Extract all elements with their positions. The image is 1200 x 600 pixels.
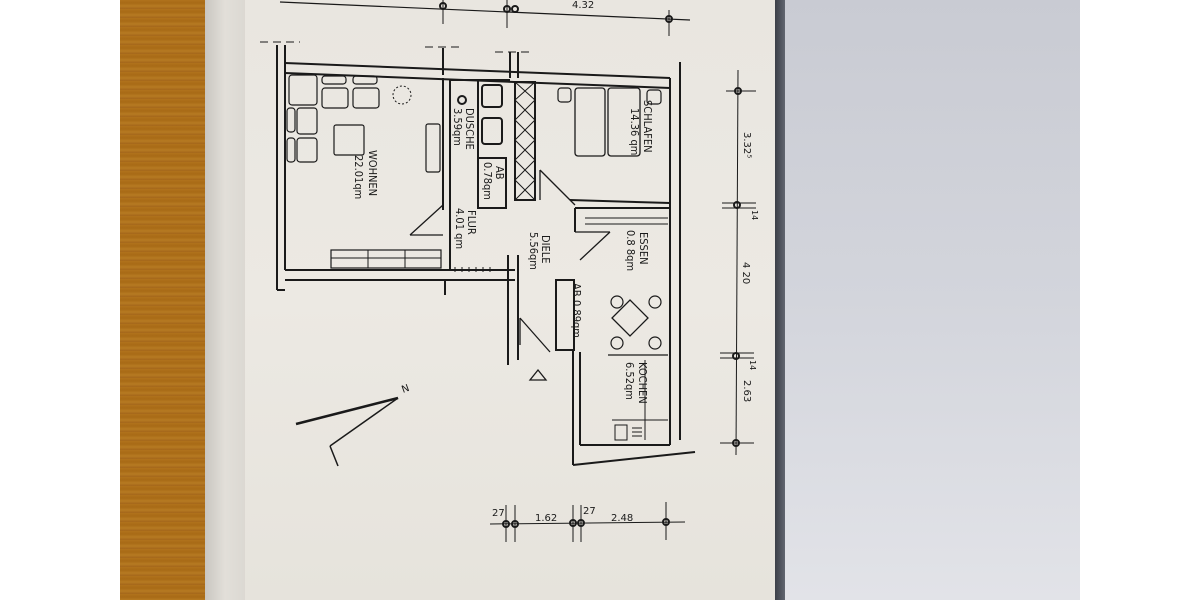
room-area-ab-2: 0.89qm	[570, 300, 583, 338]
room-area-flur: 4.01 qm	[453, 208, 466, 249]
dimension-right-5: 2.63	[741, 380, 752, 402]
dimension-bottom-4: 2.48	[611, 513, 633, 524]
room-label-ab-1: AB	[493, 166, 506, 180]
room-label-dusche: DUSCHE	[463, 108, 476, 150]
faint-text	[870, 75, 873, 85]
room-area-schlafen: 14.36 qm	[628, 108, 641, 155]
dimension-right-4: 14	[748, 360, 757, 370]
dimension-right-1: 3.32⁵	[741, 132, 752, 158]
room-area-dusche: 3.59qm	[451, 108, 464, 146]
back-paper-sheet	[785, 0, 1080, 600]
room-area-wohnen: 22.01qm	[352, 155, 365, 199]
wooden-table	[120, 0, 215, 600]
paper-shadow	[775, 0, 787, 600]
room-area-ab-1: 0.78qm	[481, 162, 494, 200]
room-area-essen: 0.8 8qm	[624, 230, 637, 271]
room-area-diele: 5.56qm	[527, 232, 540, 270]
north-arrow-label: N	[400, 383, 411, 396]
room-label-diele: DIELE	[539, 235, 552, 264]
room-label-flur: FLUR	[465, 210, 478, 235]
dimension-right-3: 4 20	[740, 262, 751, 284]
room-label-essen: ESSEN	[637, 232, 650, 264]
room-label-ab-2: AB	[570, 283, 583, 297]
dimension-bottom-2: 1.62	[535, 513, 557, 524]
room-label-kochen: KOCHEN	[636, 362, 649, 404]
dimension-top: 4.32	[572, 0, 594, 11]
dimension-bottom-1: 27	[492, 508, 505, 519]
room-label-wohnen: WOHNEN	[366, 150, 379, 196]
room-label-schlafen: SCHLAFEN	[641, 100, 654, 153]
dimension-right-2: 14	[750, 210, 759, 220]
room-area-kochen: 6.52qm	[623, 362, 636, 400]
background-white	[1080, 0, 1200, 600]
dimension-bottom-3: 27	[583, 506, 596, 517]
floor-plan-paper	[245, 0, 780, 600]
